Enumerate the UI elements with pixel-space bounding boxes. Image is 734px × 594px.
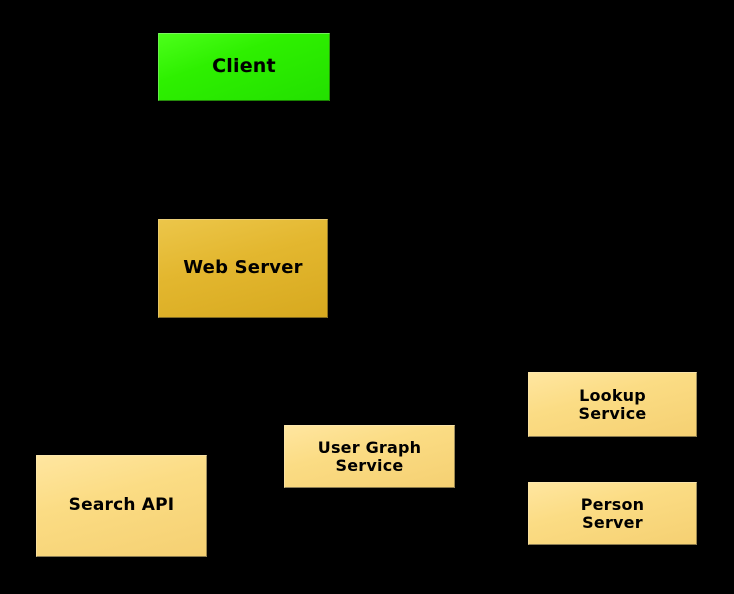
- node-search-api[interactable]: Search API: [36, 455, 207, 557]
- node-user-graph-service-label: User Graph Service: [317, 437, 422, 475]
- node-web-server[interactable]: Web Server: [158, 219, 328, 318]
- node-lookup-service[interactable]: Lookup Service: [528, 372, 697, 437]
- node-user-graph-service[interactable]: User Graph Service: [284, 425, 455, 488]
- node-client[interactable]: Client: [158, 33, 330, 101]
- node-lookup-service-label: Lookup Service: [578, 385, 647, 423]
- node-person-server-label: Person Server: [580, 494, 645, 532]
- node-web-server-label: Web Server: [183, 257, 303, 279]
- node-search-api-label: Search API: [68, 495, 175, 516]
- node-client-label: Client: [212, 55, 276, 78]
- node-person-server[interactable]: Person Server: [528, 482, 697, 545]
